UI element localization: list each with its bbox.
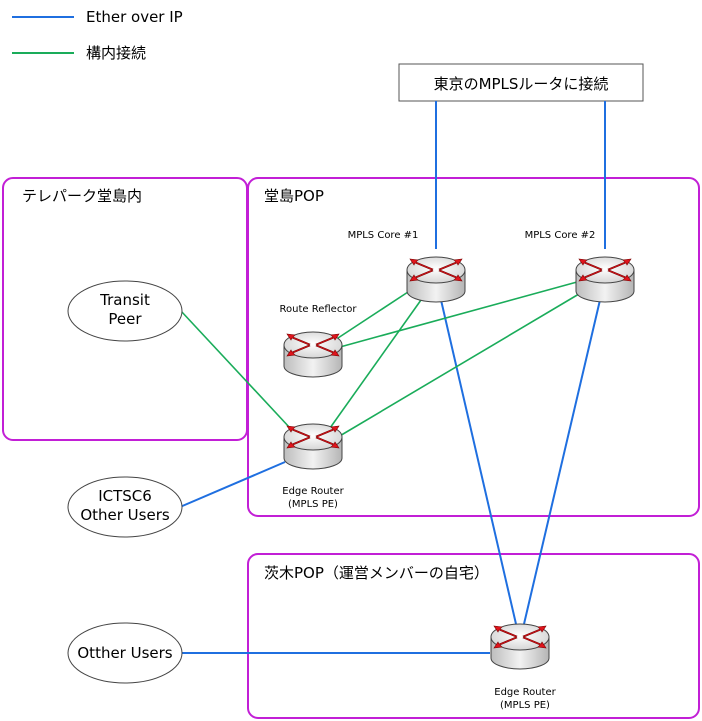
internal-links	[180, 281, 585, 438]
tokyo-mpls-box	[398, 63, 644, 102]
region-dojima-box	[247, 177, 700, 517]
legend: Ether over IP 構内接続	[12, 8, 183, 62]
tokyo-mpls-label: 東京のMPLSルータに接続	[434, 75, 609, 93]
ictsc-users-line2: Other Users	[80, 506, 170, 524]
mpls-core1-router: MPLS Core #1	[348, 230, 466, 303]
transit-peer-line1: Transit	[99, 291, 150, 309]
ictsc-users-line1: ICTSC6	[98, 487, 152, 505]
edge-router-ibaraki-label1: Edge Router	[494, 687, 556, 698]
edge-router-dojima-label1: Edge Router	[282, 486, 344, 497]
edge-router-dojima-label2: (MPLS PE)	[288, 499, 338, 510]
link-edge-core1	[329, 299, 422, 429]
edge-router-dojima: Edge Router (MPLS PE)	[282, 423, 345, 510]
link-core2-edge-ibaraki	[523, 299, 601, 625]
mpls-core2-label: MPLS Core #2	[525, 230, 596, 241]
transit-peer-node: Transit Peer	[67, 280, 183, 342]
mpls-core2-router: MPLS Core #2	[525, 230, 635, 303]
link-rr-core2	[339, 281, 578, 348]
link-edge-core2	[337, 290, 585, 438]
legend-internal-label: 構内接続	[86, 44, 146, 62]
region-ibaraki-box	[247, 553, 700, 719]
edge-router-ibaraki-label2: (MPLS PE)	[500, 700, 550, 711]
link-core1-edge-ibaraki	[440, 299, 517, 625]
region-telepark-title: テレパーク堂島内	[22, 187, 142, 205]
otther-users-node: Otther Users	[67, 622, 183, 684]
region-ibaraki-title: 茨木POP（運営メンバーの自宅）	[264, 564, 489, 582]
ether-links	[179, 101, 606, 654]
legend-ether-label: Ether over IP	[86, 8, 183, 26]
ictsc-users-node: ICTSC6 Other Users	[67, 476, 183, 538]
route-reflector-router: Route Reflector	[280, 304, 358, 378]
route-reflector-label: Route Reflector	[280, 304, 358, 315]
mpls-core1-label: MPLS Core #1	[348, 230, 419, 241]
link-ictsc-edge-dojima	[179, 461, 286, 508]
region-dojima-title: 堂島POP	[264, 187, 324, 205]
edge-router-ibaraki: Edge Router (MPLS PE)	[490, 623, 557, 711]
otther-users-line1: Otther Users	[77, 644, 172, 662]
transit-peer-line2: Peer	[108, 310, 142, 328]
link-rr-core1	[337, 291, 409, 339]
link-transit-edge-dojima	[180, 310, 291, 429]
